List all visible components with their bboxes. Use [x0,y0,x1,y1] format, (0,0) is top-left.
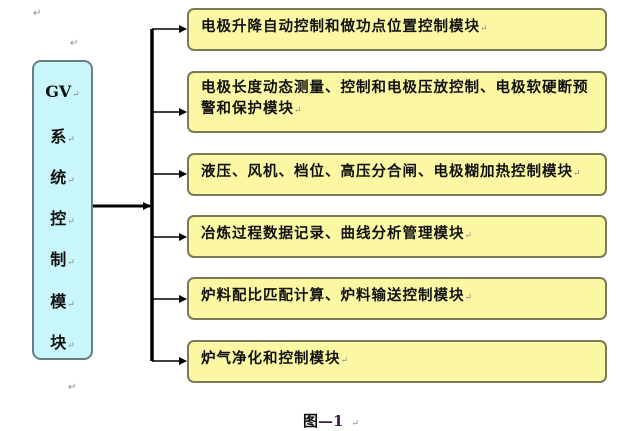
main-module-char: GV↵ [45,82,80,101]
paragraph-mark: ↵ [68,382,77,393]
module-hydraulic-fan-control: 液压、风机、档位、高压分合闸、电极糊加热控制模块↵ [187,153,607,196]
main-module-char: 块↵ [50,333,75,352]
module-charge-ratio-conveying: 炉料配比匹配计算、炉料输送控制模块↵ [187,277,607,320]
module-electrode-length-measurement: 电极长度动态测量、控制和电极压放控制、电极软硬断预警和保护模块↵ [187,71,607,133]
module-furnace-gas-purification: 炉气净化和控制模块↵ [187,340,607,383]
main-module-char: 控↵ [50,209,75,228]
main-module-char: 系↵ [50,127,75,146]
main-module-char: 模↵ [50,292,75,311]
module-electrode-lift-control: 电极升降自动控制和做功点位置控制模块↵ [187,8,607,51]
module-smelting-data-record: 冶炼过程数据记录、曲线分析管理模块↵ [187,215,607,258]
paragraph-mark: ↵ [70,38,79,49]
main-module-char: 制↵ [50,250,75,269]
gv-system-control-module-box: GV↵ 系↵ 统↵ 控↵ 制↵ 模↵ 块↵ [32,60,93,360]
main-module-char: 统↵ [50,168,75,187]
figure-caption: 图—1↵ [303,412,359,430]
paragraph-mark: ↵ [33,8,42,19]
